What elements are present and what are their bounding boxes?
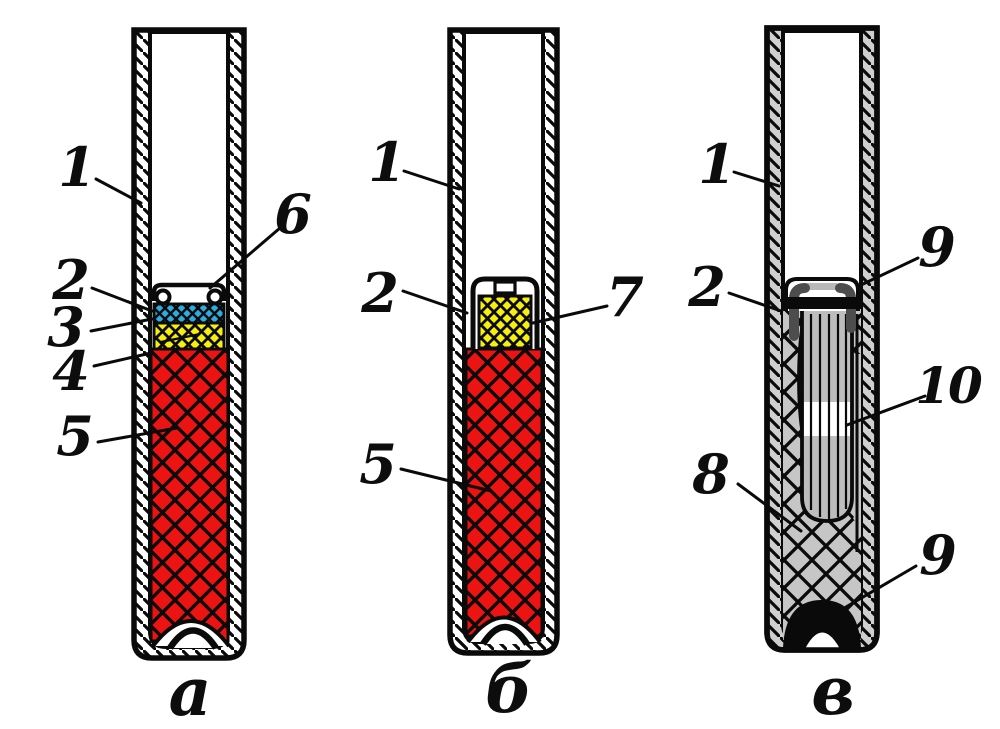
leader-b-5 bbox=[399, 467, 493, 493]
callout-label: 8 bbox=[692, 442, 730, 506]
panel-b-tube bbox=[447, 27, 560, 656]
yellow-layer-b bbox=[477, 294, 533, 350]
leader-lines bbox=[89, 169, 927, 609]
tube-v-outline-redraw bbox=[764, 25, 880, 653]
red-charge-b bbox=[464, 347, 544, 638]
cap-a bbox=[151, 282, 227, 306]
callout-label: 1 bbox=[698, 132, 736, 196]
leader-b-1 bbox=[402, 169, 461, 191]
leader-b-7 bbox=[531, 304, 609, 325]
leader-v-10 bbox=[845, 394, 927, 427]
callout-label: 7 bbox=[606, 265, 644, 329]
callout-label: 4 bbox=[52, 339, 90, 403]
callout-label: 10 bbox=[915, 356, 983, 415]
leader-v-9-top bbox=[859, 256, 920, 287]
panel-caption-b: б bbox=[485, 650, 533, 728]
panel-caption-a: а bbox=[168, 653, 212, 729]
leader-a-2 bbox=[90, 286, 154, 313]
leader-v-2 bbox=[727, 291, 783, 313]
leader-a-4 bbox=[92, 351, 153, 368]
leader-a-1 bbox=[94, 177, 143, 205]
panel-caption-v: в bbox=[811, 652, 855, 729]
panel-a-tube bbox=[131, 27, 247, 661]
callout-label: 6 bbox=[274, 182, 312, 246]
cap-top-notch-b bbox=[493, 280, 517, 295]
cap-rim-left-a bbox=[154, 288, 172, 306]
bottom-arch-a bbox=[167, 627, 219, 650]
leader-v-9-bottom bbox=[844, 564, 918, 609]
callout-label: 5 bbox=[56, 404, 94, 468]
callout-label: 2 bbox=[361, 261, 399, 325]
leader-tick-4 bbox=[160, 332, 201, 344]
callout-label: 9 bbox=[918, 215, 956, 279]
leader-v-8 bbox=[736, 482, 803, 533]
red-charge-a bbox=[149, 347, 230, 643]
panel-v-tube bbox=[764, 25, 880, 653]
leader-a-5 bbox=[96, 426, 179, 444]
callout-label: 2 bbox=[52, 248, 90, 312]
callout-label: 1 bbox=[368, 130, 406, 194]
leader-a-6 bbox=[208, 226, 282, 290]
cap-v bbox=[784, 277, 860, 341]
ampoule-stripes bbox=[809, 314, 848, 519]
ampoule-10 bbox=[800, 311, 854, 523]
blue-layer-a bbox=[152, 302, 226, 325]
cap-black-band bbox=[786, 297, 858, 309]
cap-rim-right-a bbox=[206, 288, 224, 306]
leader-v-1 bbox=[732, 170, 781, 188]
bottom-arch-v bbox=[805, 632, 840, 649]
leader-a-3 bbox=[89, 317, 154, 333]
callout-label: 2 bbox=[688, 255, 726, 319]
callout-label: 9 bbox=[919, 523, 957, 587]
tube-a-wall-hatching bbox=[134, 30, 244, 658]
callout-label: 3 bbox=[47, 295, 85, 359]
callout-label: 1 bbox=[58, 135, 96, 199]
callout-label: 5 bbox=[359, 432, 397, 496]
bottom-arch-b bbox=[480, 623, 530, 646]
bottom-seal-9 bbox=[783, 600, 861, 649]
cap-center-bar bbox=[807, 283, 837, 290]
leader-b-2 bbox=[401, 289, 469, 315]
